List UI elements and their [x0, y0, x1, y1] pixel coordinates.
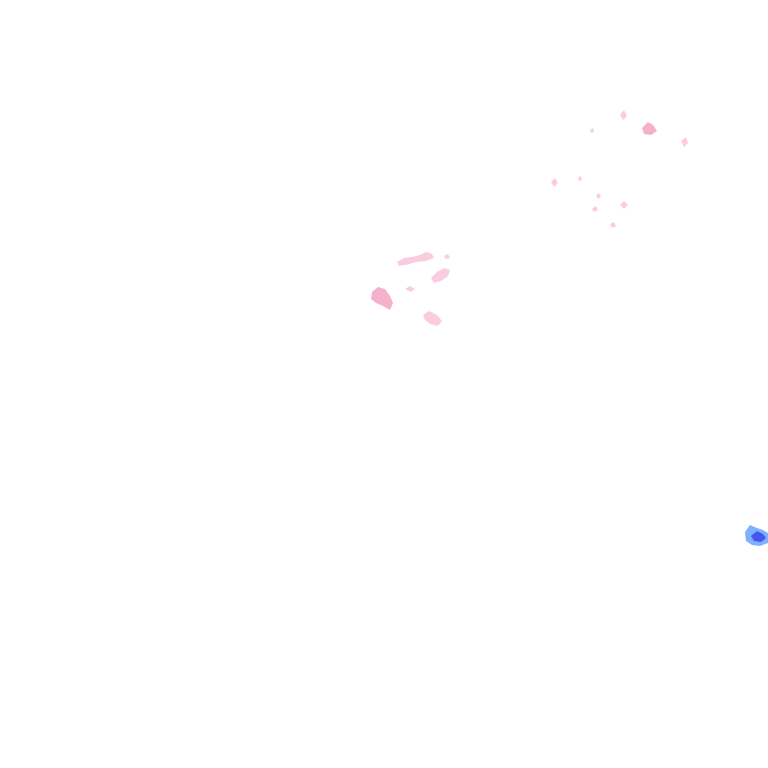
precip-patch — [444, 254, 450, 259]
precip-patch — [423, 311, 442, 326]
precip-patch — [642, 122, 657, 135]
precip-patch — [596, 193, 601, 199]
precip-cluster-center — [371, 252, 450, 326]
precip-cluster-northeast — [551, 110, 688, 228]
precip-patch — [551, 178, 558, 187]
precip-patch — [405, 286, 415, 292]
precip-patch — [610, 222, 616, 228]
precip-patch — [681, 137, 688, 147]
precip-patch — [397, 252, 434, 266]
precip-patch — [620, 110, 627, 120]
precip-patch — [592, 206, 598, 212]
precip-cluster-east — [745, 525, 768, 546]
precip-patch — [578, 176, 582, 181]
precip-patch — [431, 268, 450, 283]
precip-patch — [371, 287, 393, 310]
precip-patch — [620, 201, 628, 209]
precip-patch — [590, 128, 594, 133]
precip-patch — [751, 531, 766, 542]
